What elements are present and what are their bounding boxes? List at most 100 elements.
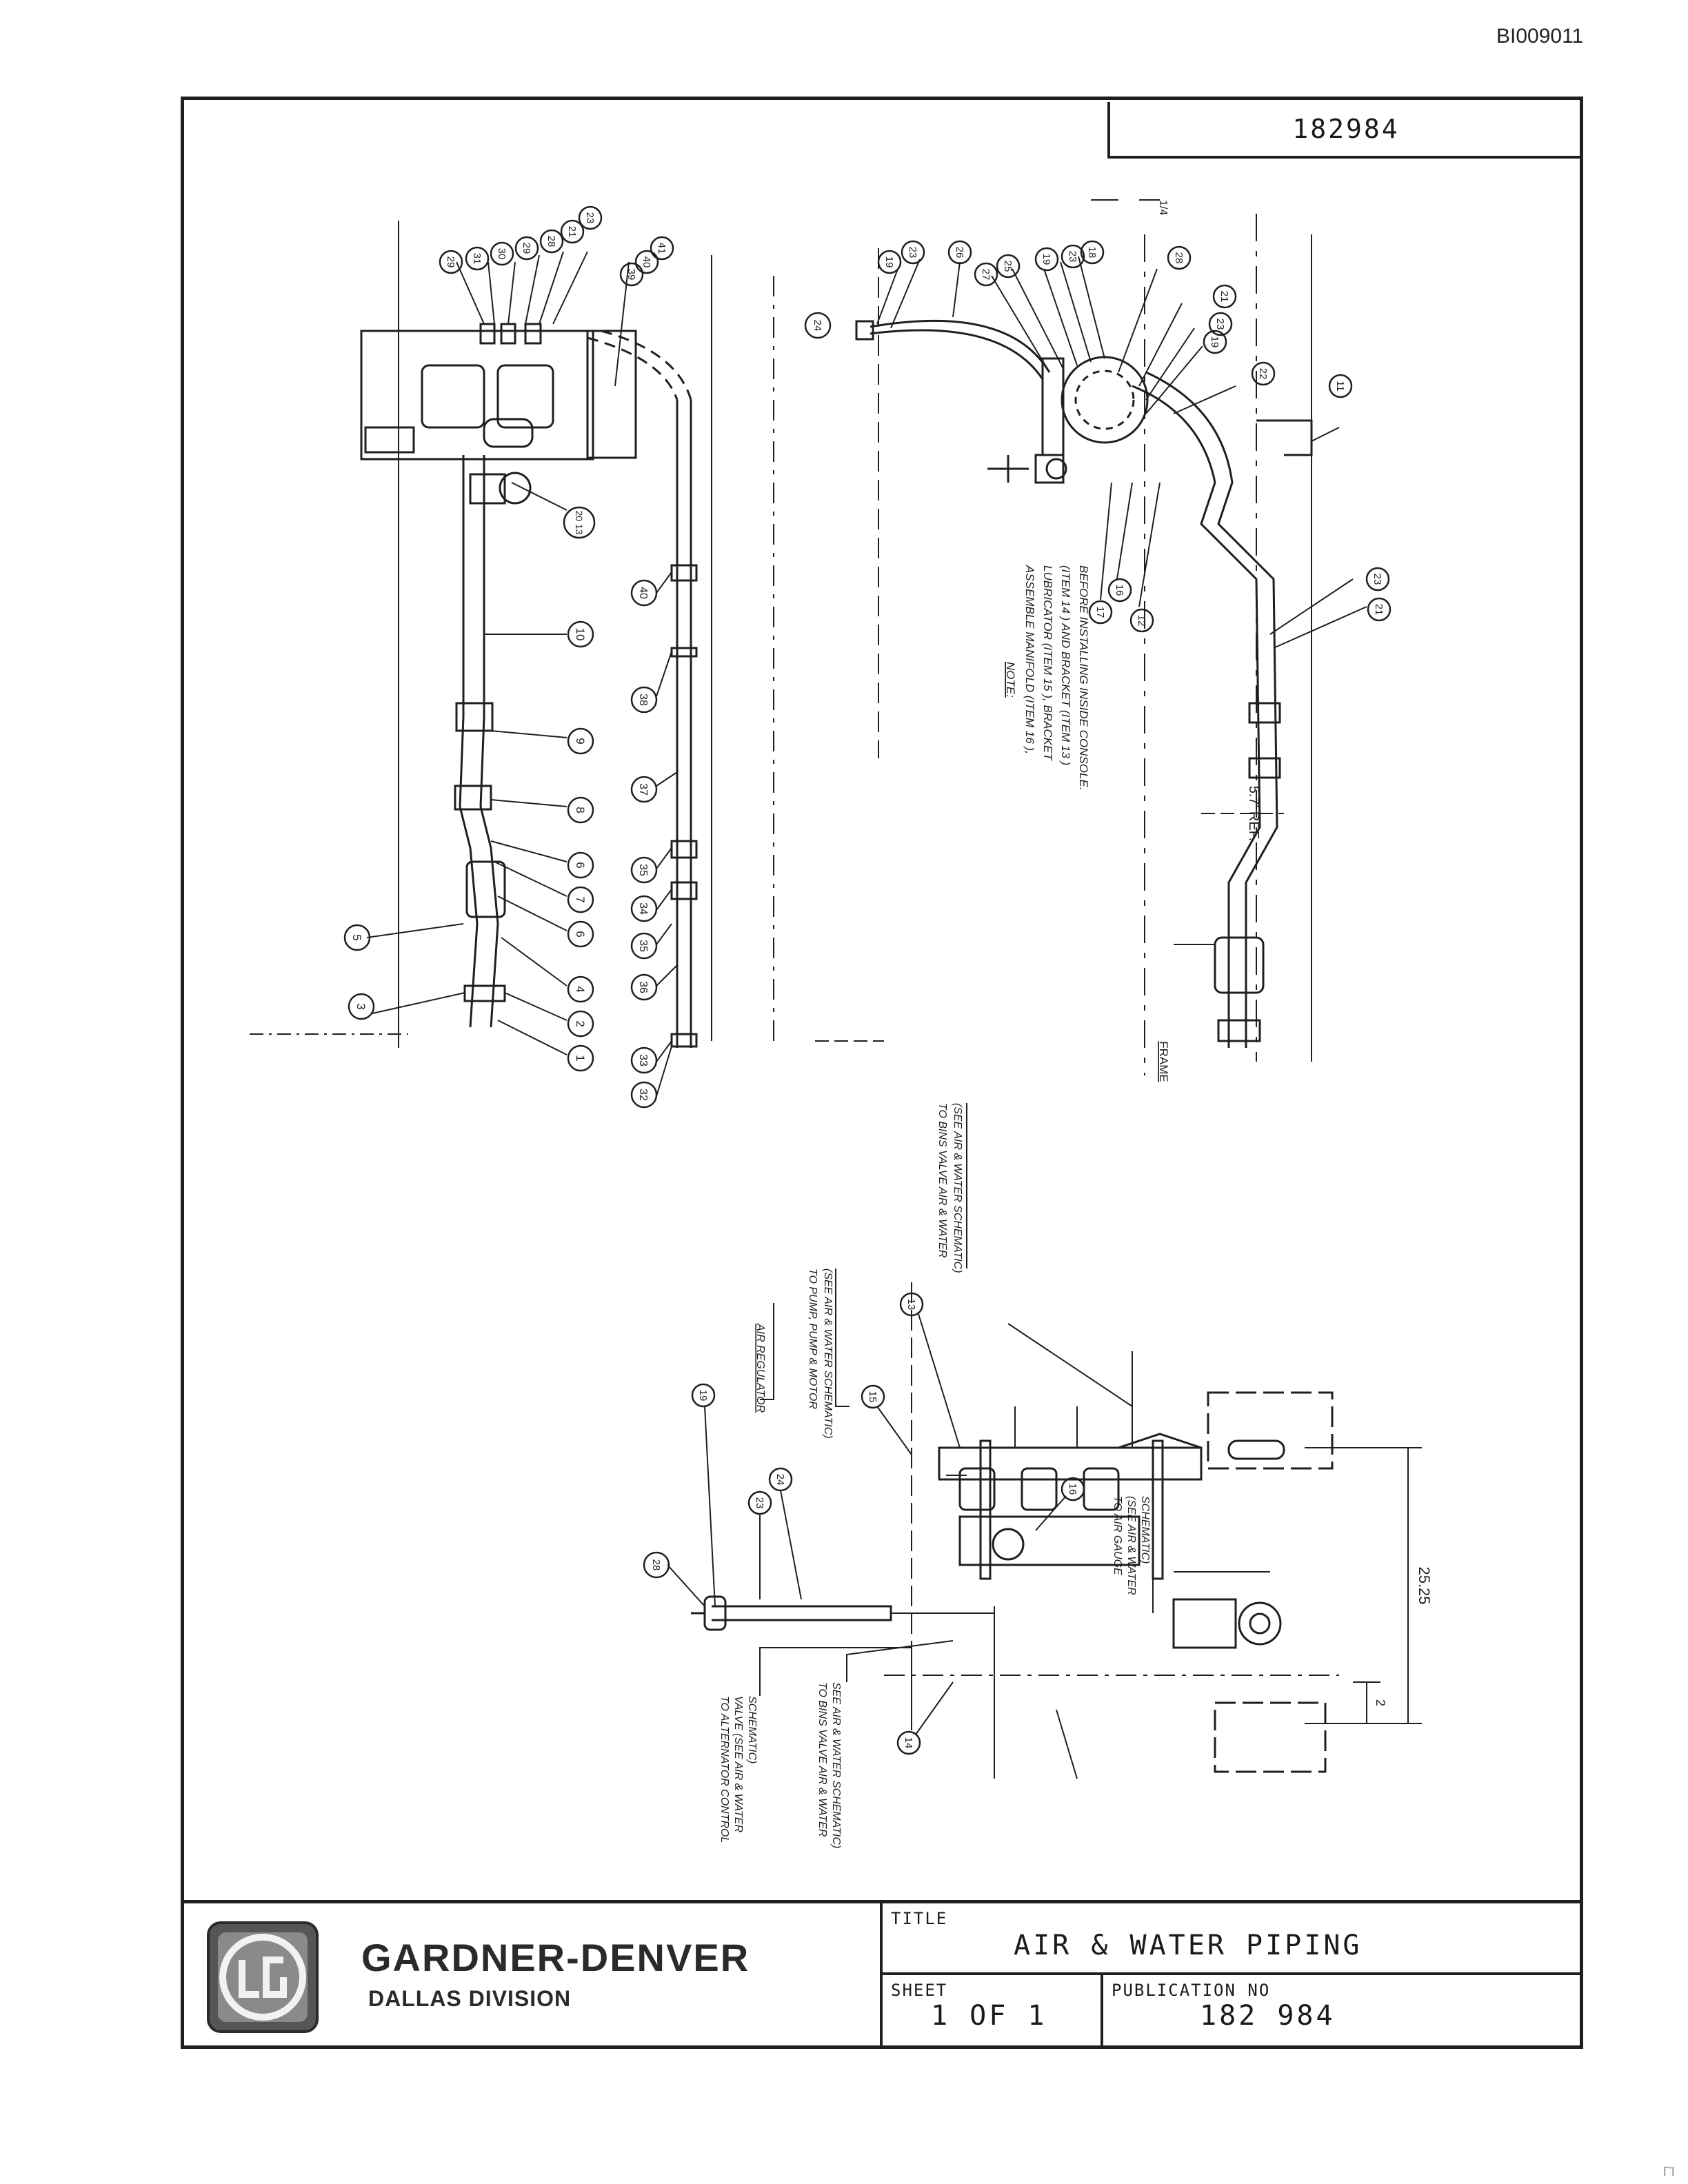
bracket-13 xyxy=(1152,1439,1164,1580)
callout-text: 21 xyxy=(1218,291,1230,303)
piping-drawing: 29 31 30 29 28 21 23 39 40 41 20 13 xyxy=(250,199,1433,1848)
callout-text: 28 xyxy=(545,236,557,247)
callout-text: 2 xyxy=(574,1020,587,1027)
left-pipe-callouts xyxy=(343,620,594,1072)
left-upper-callouts xyxy=(439,205,674,539)
fitting-2 xyxy=(500,323,516,345)
callout-bubble xyxy=(465,246,490,271)
callout-text: 6 xyxy=(574,931,587,937)
drawing-number-box: 182984 xyxy=(1107,102,1582,159)
pipe-reducer-4 xyxy=(465,860,506,918)
manifold-bar xyxy=(938,1446,1203,1481)
callout-text: 37 xyxy=(637,783,649,796)
callout-text: 32 xyxy=(637,1089,649,1101)
callout-text: 26 xyxy=(954,247,965,259)
pipe-clamp-2 xyxy=(463,984,506,1002)
company-panel: GARDNER-DENVER DALLAS DIVISION xyxy=(181,1903,883,2049)
left-leader-lines xyxy=(366,251,678,1097)
callout-bubble xyxy=(514,236,539,261)
label-air-gauge-line: SCHEMATIC) xyxy=(1139,1496,1151,1564)
hose-transition xyxy=(587,336,679,401)
callout-text: 28 xyxy=(1173,252,1185,264)
callout-text: 21 xyxy=(1373,604,1385,616)
valve-housing xyxy=(469,473,506,505)
sheet-cell: SHEET 1 OF 1 xyxy=(883,1975,1103,2049)
callout-text: 9 xyxy=(574,738,587,744)
drawing-area: 29 31 30 29 28 21 23 39 40 41 20 13 xyxy=(181,97,1583,1903)
label-alternator-line: VALVE (SEE AIR & WATER xyxy=(732,1696,744,1832)
company-division: DALLAS DIVISION xyxy=(368,1986,572,2011)
gauge-center xyxy=(1249,1612,1271,1635)
label-alternator-line: TO ALTERNATOR CONTROL xyxy=(719,1696,730,1843)
callout-text: 19 xyxy=(1041,254,1052,265)
right-coupling-1 xyxy=(1248,702,1281,724)
label-bins-bottom-line: TO BINS VALVE AIR & WATER xyxy=(816,1682,828,1837)
callout-text: 30 xyxy=(496,248,508,260)
note-line: BEFORE INSTALLING INSIDE CONSOLE. xyxy=(1077,565,1090,791)
callout-text: 40 xyxy=(641,256,652,268)
callout-text: 23 xyxy=(1214,318,1226,330)
pipe-coupling-9 xyxy=(455,702,494,732)
callout-text: 17 xyxy=(1094,607,1106,618)
callout-text: 16 xyxy=(1114,585,1125,596)
right-lower-callout-text: 17 16 12 23 21 xyxy=(1094,574,1385,627)
manifold-valve-2 xyxy=(1021,1467,1058,1511)
bottom-callout-leaders xyxy=(667,1313,1067,1735)
regulator-pipe xyxy=(712,1605,892,1621)
dim-25-25 xyxy=(1305,1447,1422,1724)
dim-main-label: 25.25 xyxy=(1416,1566,1433,1604)
callout-text: 22 xyxy=(1257,368,1269,380)
valve-wheel xyxy=(499,472,532,505)
bottom-callouts xyxy=(643,1292,1085,1755)
callout-bubble xyxy=(634,250,659,274)
callout-text: 39 xyxy=(625,269,637,281)
callout-text: 18 xyxy=(1086,247,1098,259)
bottom-callout-text: 19 23 24 28 15 13 16 14 xyxy=(650,1299,1078,1749)
main-pipe-left-wall xyxy=(459,455,479,1028)
callout-text: 14 xyxy=(903,1737,914,1749)
manifold-end-plate xyxy=(586,330,637,459)
lubricator-body xyxy=(958,1515,1141,1566)
callout-text: 31 xyxy=(471,253,483,265)
callout-text: 29 xyxy=(445,256,456,268)
upper-housing-outline xyxy=(1207,1391,1334,1470)
callout-text: 8 xyxy=(574,807,587,813)
right-lower-callouts xyxy=(1088,567,1391,633)
callout-text: 27 xyxy=(980,269,992,281)
sheet-value: 1 OF 1 xyxy=(931,2000,1047,2032)
company-name: GARDNER-DENVER xyxy=(361,1936,750,1979)
main-pipe-right-wall xyxy=(479,455,499,1028)
label-bins-bottom-line: SEE AIR & WATER SCHEMATIC) xyxy=(830,1682,842,1848)
manifold-foot xyxy=(364,426,415,454)
valve-handle xyxy=(987,455,1029,483)
callout-text: 4 xyxy=(574,986,587,992)
title-block: GARDNER-DENVER DALLAS DIVISION TITLE AIR… xyxy=(181,1900,1583,2049)
callout-text: 35 xyxy=(637,864,649,876)
callout-text: 23 xyxy=(1372,574,1383,585)
title-cell: TITLE AIR & WATER PIPING xyxy=(883,1903,1580,1975)
label-brackets xyxy=(759,1103,1154,1696)
callout-bubble xyxy=(439,250,463,274)
callout-text: 24 xyxy=(774,1474,786,1486)
callout-text: 7 xyxy=(574,896,587,902)
callout-text: 41 xyxy=(656,243,667,254)
label-pump-line: TO PUMP, PUMP & MOTOR xyxy=(807,1268,818,1409)
right-pipe-end xyxy=(1217,1019,1261,1042)
left-pipe-callout-text: 10 9 8 6 7 6 4 2 1 5 3 xyxy=(350,628,587,1062)
hose-fitting-35 xyxy=(670,840,698,859)
right-pipe-wall-2 xyxy=(1145,371,1278,1048)
valve-body-1 xyxy=(421,364,485,429)
pipe-coupling-8 xyxy=(454,785,492,811)
hose-upper-wall-1 xyxy=(870,319,1051,373)
publication-number: 182 984 xyxy=(1200,2000,1336,2032)
valve-body-2 xyxy=(496,364,554,429)
sheet-label: SHEET xyxy=(891,1981,948,2000)
gauge-dial xyxy=(1238,1601,1282,1646)
right-leader-lines xyxy=(876,256,1367,649)
dim-small-label: 2 xyxy=(1374,1699,1387,1706)
callout-text: 3 xyxy=(354,1003,368,1009)
callout-text: 28 xyxy=(650,1559,662,1571)
upper-fitting xyxy=(1227,1439,1285,1460)
callout-text: 25 xyxy=(1002,261,1014,272)
note-line: LUBRICATOR (ITEM 15 ), BRACKET xyxy=(1041,565,1054,761)
